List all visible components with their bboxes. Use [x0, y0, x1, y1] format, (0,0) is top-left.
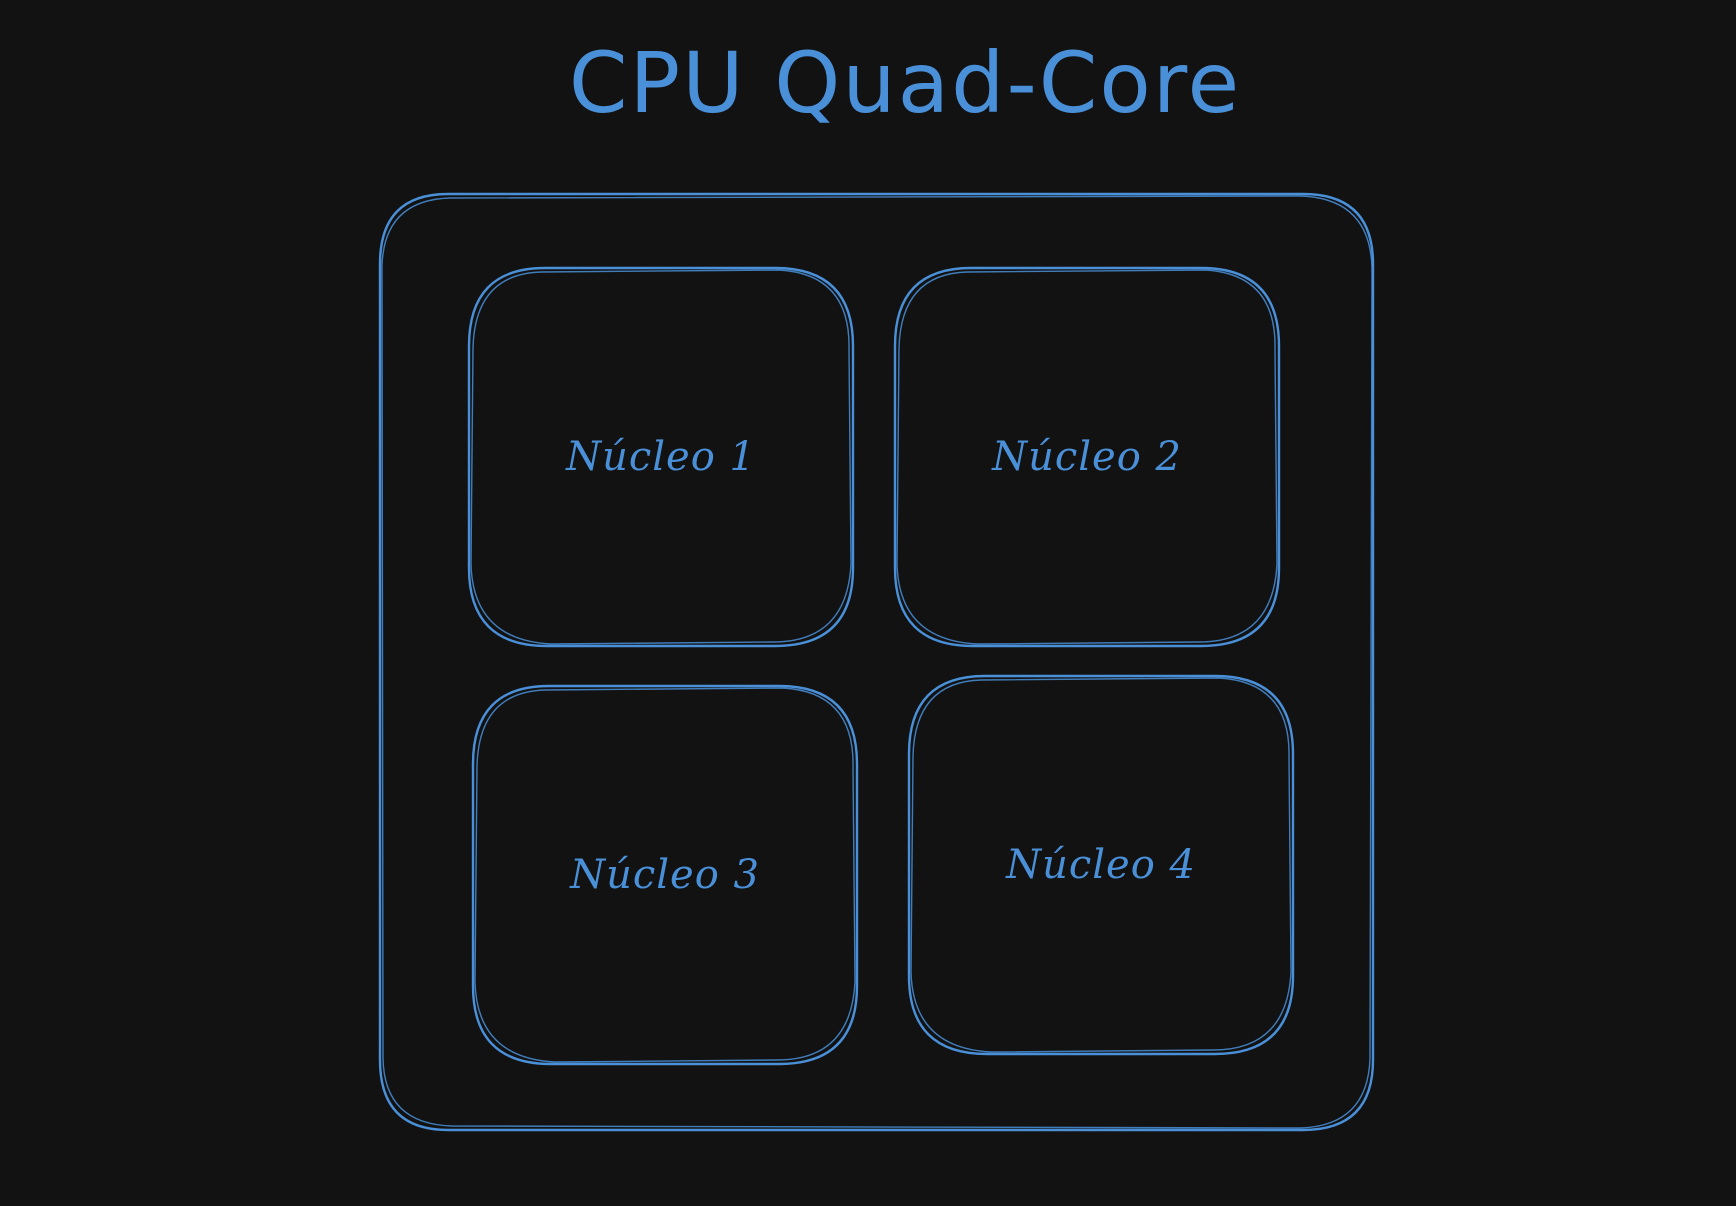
core-2-label: Núcleo 2 [992, 434, 1182, 480]
core-4-label: Núcleo 4 [1006, 842, 1196, 888]
core-4-outline [907, 674, 1295, 1056]
core-2-outline [893, 266, 1281, 648]
core-1: Núcleo 1 [467, 266, 855, 648]
cpu-package [378, 192, 1375, 1133]
core-1-outline [467, 266, 855, 648]
core-3: Núcleo 3 [471, 684, 859, 1066]
core-3-label: Núcleo 3 [570, 852, 760, 898]
core-3-outline [471, 684, 859, 1066]
core-4: Núcleo 4 [907, 674, 1295, 1056]
diagram-title: CPU Quad-Core [568, 34, 1242, 132]
core-1-label: Núcleo 1 [566, 434, 756, 480]
core-2: Núcleo 2 [893, 266, 1281, 648]
cpu-package-outline [378, 192, 1375, 1132]
